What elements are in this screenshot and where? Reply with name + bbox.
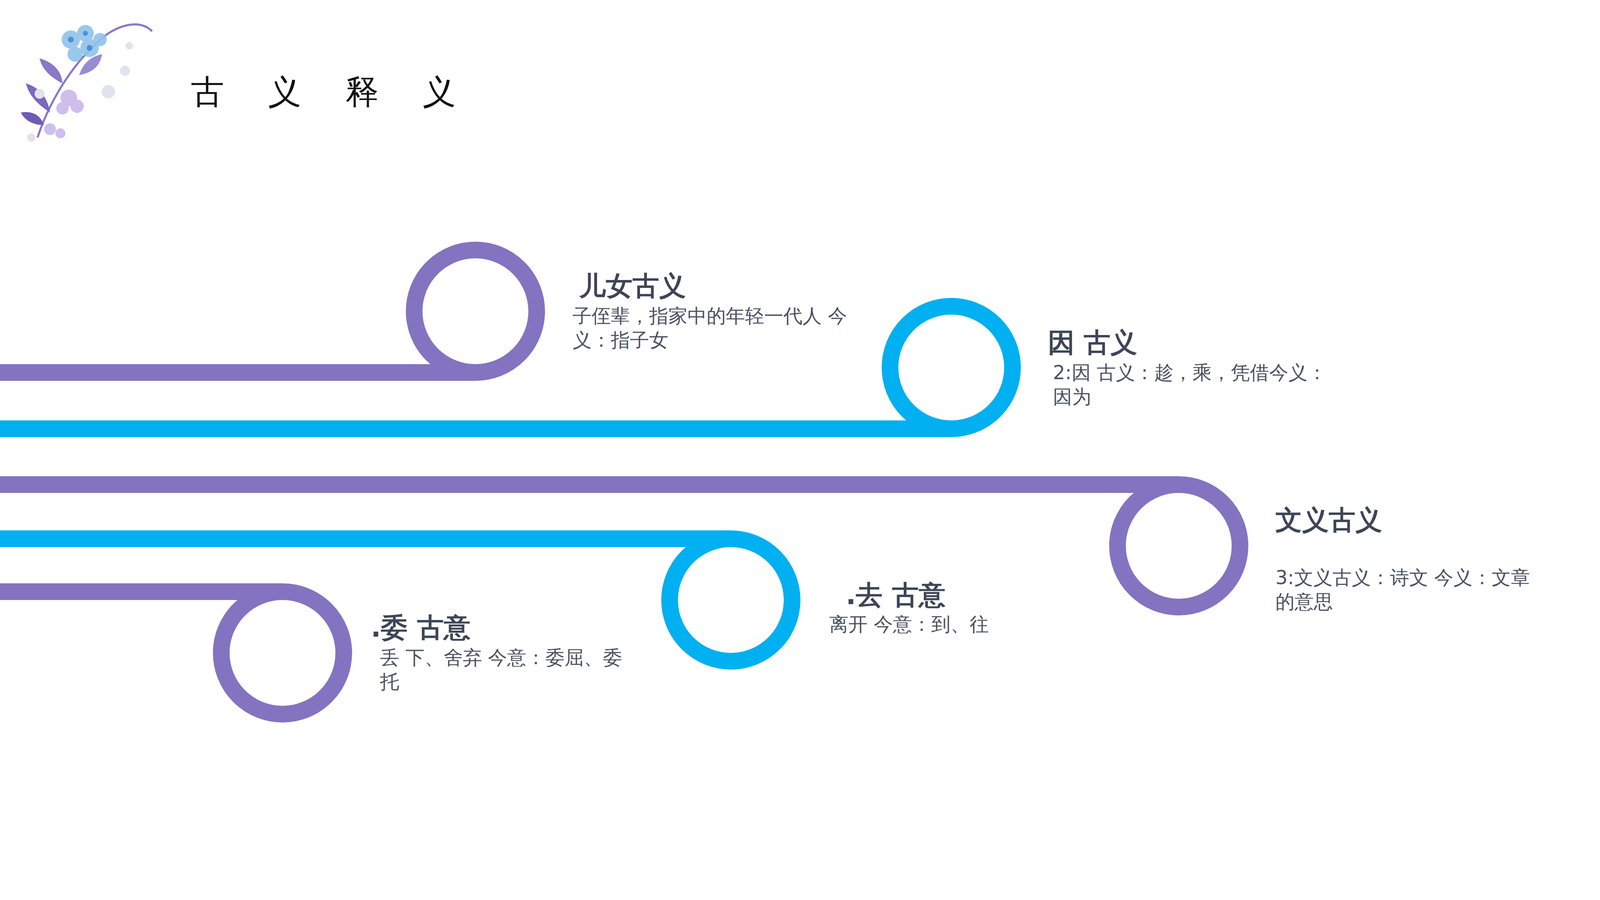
definition-item: .委 古意丢 下、舍弃 今意：委屈、委 托 <box>370 610 647 695</box>
term-heading: .委 古意 <box>370 610 647 645</box>
term-heading: 儿女古义 <box>579 269 856 303</box>
definition-item: 因 古义2:因 古义：趁，乘，凭借今义： 因为 <box>1047 325 1345 410</box>
purple-ring <box>1117 484 1240 608</box>
term-definition: 3:文义古义：诗文 今义：文章 的意思 <box>1275 565 1547 615</box>
definition-item: 文义古义 3:文义古义：诗文 今义：文章 的意思 <box>1275 503 1547 615</box>
term-definition: 2:因 古义：趁，乘，凭借今义： 因为 <box>1052 360 1345 410</box>
term-definition: 丢 下、舍弃 今意：委屈、委 托 <box>380 645 647 695</box>
term-definition: 子侄辈，指家中的年轻一代人 今义：指子女 <box>572 304 856 353</box>
purple-line <box>0 476 1179 493</box>
purple-ring <box>414 250 537 373</box>
purple-line <box>0 583 283 600</box>
term-heading: 因 古义 <box>1047 325 1345 360</box>
blue-line <box>0 530 731 548</box>
purple-ring <box>221 591 344 715</box>
blue-ring <box>669 538 793 662</box>
term-definition: 离开 今意：到、往 <box>829 612 1080 637</box>
blue-ring <box>890 306 1013 429</box>
definition-item: .去 古意离开 今意：到、往 <box>845 578 1080 637</box>
term-heading: 文义古义 <box>1275 503 1547 537</box>
slide-title: 古 义 释 义 <box>190 70 473 115</box>
term-heading: .去 古意 <box>845 578 1080 612</box>
flower-ornament <box>20 24 153 142</box>
definition-item: 儿女古义子侄辈，指家中的年轻一代人 今义：指子女 <box>579 269 856 353</box>
purple-line <box>0 364 476 381</box>
blue-line <box>0 420 952 438</box>
